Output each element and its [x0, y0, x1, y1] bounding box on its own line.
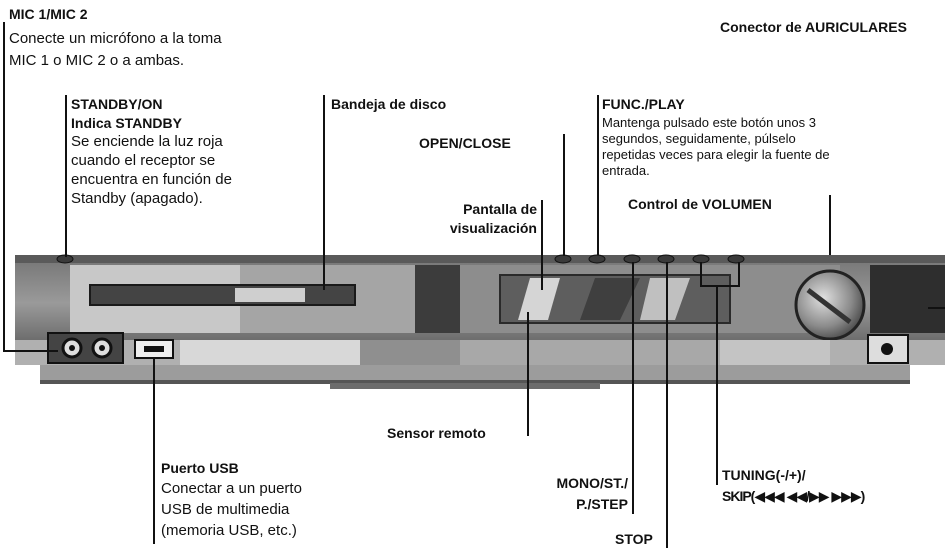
leader-remote-sensor: [527, 312, 529, 436]
headphone-jack: [881, 343, 893, 355]
open-close-label: OPEN/CLOSE: [419, 135, 511, 151]
leader-standby: [65, 95, 67, 257]
leader-disc-tray: [323, 95, 325, 290]
stop-label: STOP: [615, 531, 653, 547]
func-play-title: FUNC./PLAY: [602, 96, 685, 112]
leader-tuning-r: [738, 262, 740, 286]
leader-headphone: [928, 307, 945, 309]
disc-tray: [89, 284, 356, 306]
leader-tuning-v: [716, 285, 718, 485]
func-play-desc-1: Mantenga pulsado este botón unos 3: [602, 115, 816, 130]
standby-desc-4: Standby (apagado).: [71, 190, 203, 207]
leader-open-close: [563, 134, 565, 256]
leader-mic-h: [3, 350, 58, 352]
leader-stop: [666, 262, 668, 548]
volume-label: Control de VOLUMEN: [628, 196, 772, 212]
standby-desc-1: Se enciende la luz roja: [71, 133, 223, 150]
remote-sensor-label: Sensor remoto: [387, 425, 486, 441]
standby-title-1: STANDBY/ON: [71, 96, 163, 112]
standby-title-2: Indica STANDBY: [71, 115, 182, 131]
mic-desc-2: MIC 1 o MIC 2 o a ambas.: [9, 52, 185, 69]
leader-tuning-l: [700, 262, 702, 286]
leader-func-play: [597, 95, 599, 255]
mic-desc-1: Conecte un micrófono a la toma: [9, 30, 222, 47]
standby-desc-2: cuando el receptor se: [71, 152, 216, 169]
usb-desc-3: (memoria USB, etc.): [161, 522, 297, 539]
display-label-2: visualización: [449, 220, 537, 236]
usb-desc-1: Conectar a un puerto: [161, 480, 302, 497]
standby-desc-3: encuentra en función de: [71, 171, 232, 188]
mic-title: MIC 1/MIC 2: [9, 6, 88, 22]
usb-desc-2: USB de multimedia: [161, 501, 290, 518]
mono-label-2: P./STEP: [576, 496, 628, 512]
func-play-desc-3: repetidas veces para elegir la fuente de: [602, 147, 830, 162]
disc-tray-label: Bandeja de disco: [331, 96, 447, 112]
func-play-desc-2: segundos, seguidamente, púlselo: [602, 131, 796, 146]
leader-tuning-h: [700, 285, 740, 287]
device-top-edge: [15, 255, 945, 265]
tuning-label-2: SKIP(◀◀◀ ◀◀/▶▶ ▶▶▶): [722, 488, 865, 504]
mono-label-1: MONO/ST./: [556, 475, 628, 491]
leader-mic-v: [3, 22, 5, 352]
leader-display: [541, 200, 543, 290]
func-play-desc-4: entrada.: [602, 163, 650, 178]
headphones-label: Conector de AURICULARES: [720, 19, 907, 35]
display-label-1: Pantalla de: [463, 201, 537, 217]
device-base: [40, 365, 910, 383]
leader-usb: [153, 358, 155, 544]
leader-volume: [829, 195, 831, 255]
tuning-label-1: TUNING(-/+)/: [722, 467, 806, 483]
usb-title: Puerto USB: [161, 460, 239, 476]
leader-mono: [632, 262, 634, 514]
